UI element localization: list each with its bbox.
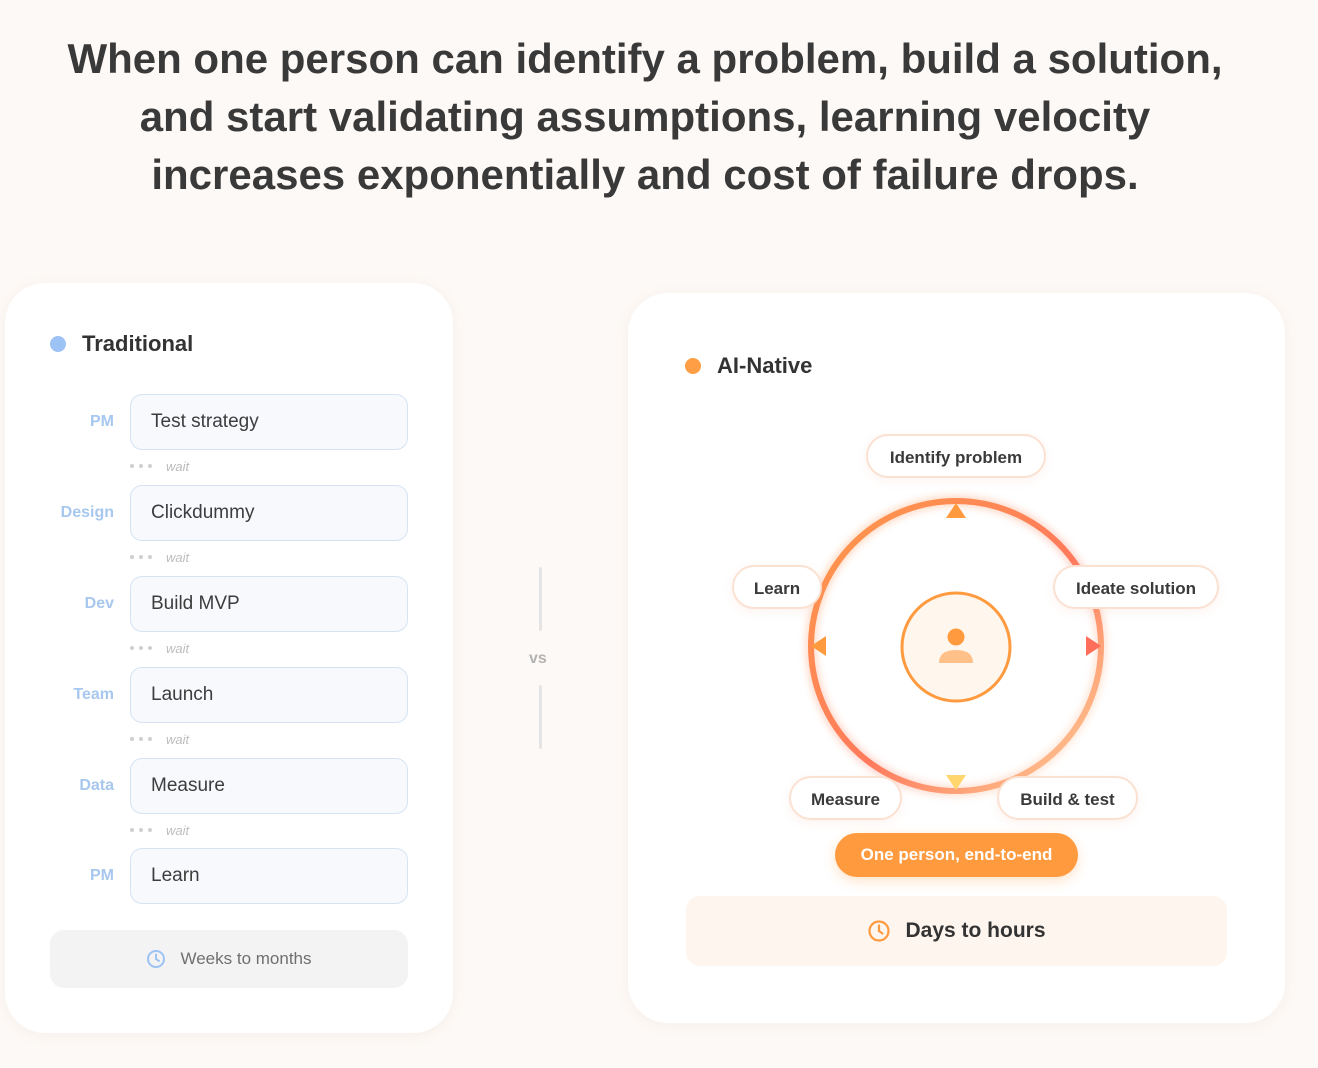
step-box: Measure [130,758,408,814]
step-row: Dev Build MVP [5,576,453,632]
wait-label: wait [166,822,190,838]
ai-native-header: AI-Native [685,353,812,379]
clock-icon [868,920,891,942]
ellipsis-icon [130,737,152,741]
step-role: Team [73,686,114,703]
step-role: PM [90,413,114,430]
node-learn: Learn [732,565,822,609]
step-role: Data [79,777,114,794]
ellipsis-icon [130,646,152,650]
wait-label: wait [166,731,190,747]
step-row: Design Clickdummy [5,485,453,541]
step-row: Team Launch [5,667,453,723]
step-box: Clickdummy [130,485,408,541]
vs-divider-line [539,685,542,749]
arrow-up-icon [946,503,966,518]
cycle-ring [806,496,1106,796]
wait-indicator: wait [130,820,189,840]
step-row: PM Test strategy [5,394,453,450]
traditional-duration: Weeks to months [50,930,408,988]
step-role: Dev [84,595,114,612]
ellipsis-icon [130,828,152,832]
ellipsis-icon [130,555,152,559]
step-role: PM [90,867,114,884]
arrow-down-icon [946,775,966,790]
node-ideate-solution: Ideate solution [1053,565,1219,609]
one-person-badge: One person, end-to-end [835,833,1078,877]
ai-native-title: AI-Native [717,353,813,378]
arrow-left-icon [811,636,826,656]
ai-native-duration: Days to hours [686,896,1227,966]
ellipsis-icon [130,464,152,468]
node-identify-problem: Identify problem [866,434,1046,478]
step-row: PM Learn [5,848,453,904]
clock-icon [147,950,166,968]
step-box: Test strategy [130,394,408,450]
vs-label: vs [529,650,547,667]
wait-label: wait [166,640,190,656]
traditional-header: Traditional [50,331,193,357]
step-box: Build MVP [130,576,408,632]
step-role: Design [60,504,114,521]
node-measure: Measure [789,776,902,820]
wait-label: wait [166,549,190,565]
wait-indicator: wait [130,547,189,567]
wait-indicator: wait [130,729,189,749]
arrow-right-icon [1086,636,1101,656]
traditional-card: Traditional PM Test strategy wait Design… [5,283,453,1033]
traditional-duration-label: Weeks to months [180,949,312,968]
person-icon [900,591,1012,703]
traditional-dot-icon [50,336,66,352]
node-build-test: Build & test [997,776,1138,820]
traditional-title: Traditional [82,331,194,356]
ai-native-dot-icon [685,358,701,374]
wait-indicator: wait [130,638,189,658]
step-box: Learn [130,848,408,904]
step-box: Launch [130,667,408,723]
vs-divider-line [539,567,542,631]
ai-native-duration-label: Days to hours [905,919,1046,942]
ai-native-card: AI-Native Days to hours [628,293,1285,1023]
headline: When one person can identify a problem, … [67,35,1223,198]
step-row: Data Measure [5,758,453,814]
wait-label: wait [166,458,190,474]
wait-indicator: wait [130,456,189,476]
